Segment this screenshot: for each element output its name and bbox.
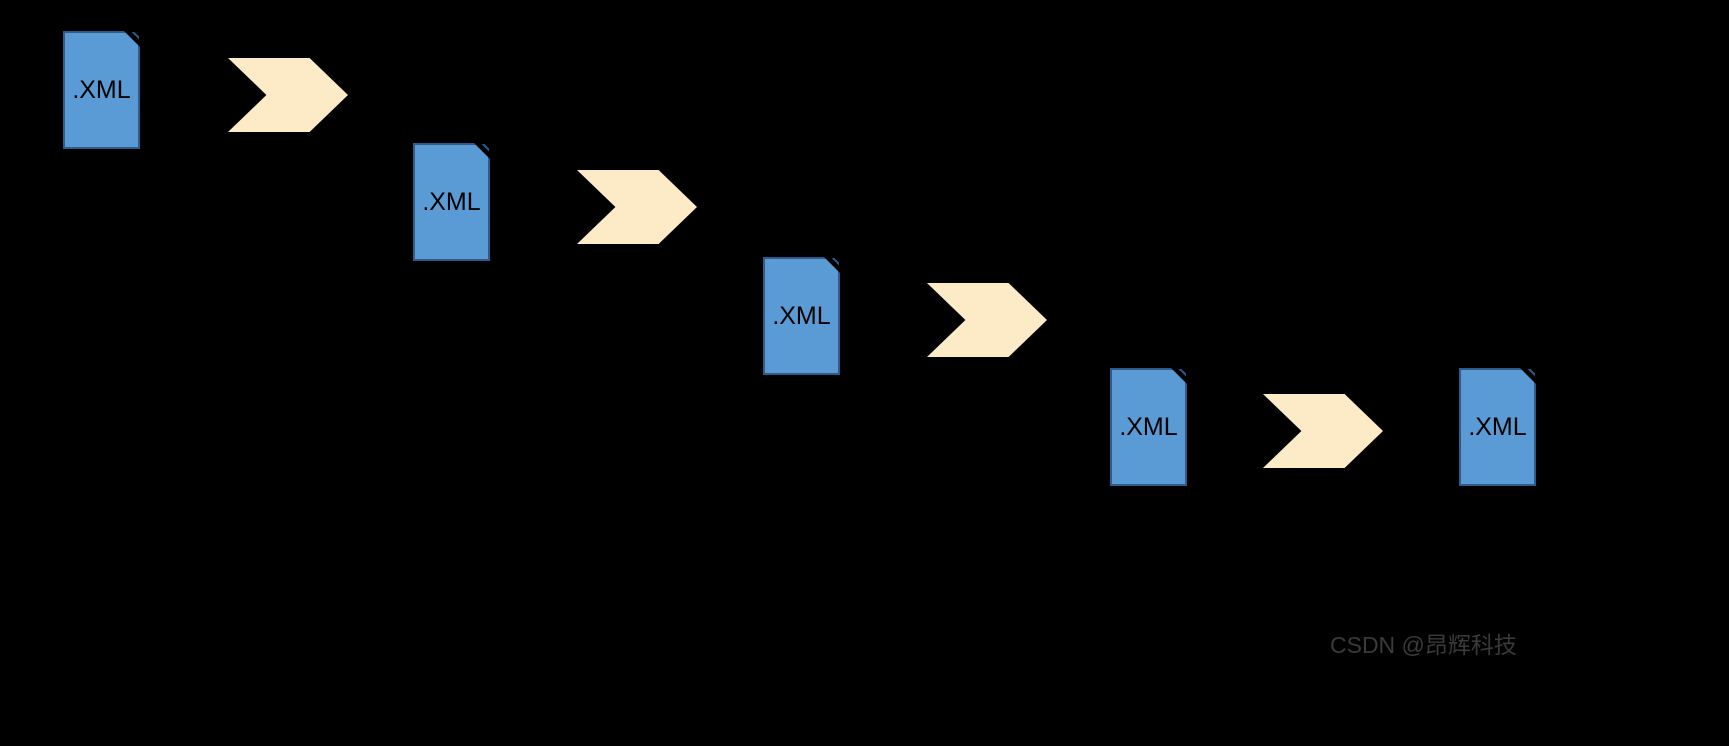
chevron-arrow-icon-4	[1263, 394, 1383, 468]
xml-document-3[interactable]: .XML	[763, 257, 840, 375]
xml-document-2[interactable]: .XML	[413, 143, 490, 261]
page-fold-icon	[1520, 368, 1536, 384]
xml-document-5[interactable]: .XML	[1459, 368, 1536, 486]
page-fold-icon	[1171, 368, 1187, 384]
chevron-arrow-icon-1	[228, 58, 348, 132]
xml-document-1[interactable]: .XML	[63, 31, 140, 149]
chevron-arrow-icon-3	[927, 283, 1047, 357]
page-fold-icon	[474, 143, 490, 159]
xml-document-3-label: .XML	[772, 301, 831, 330]
xml-document-1-label: .XML	[72, 75, 131, 104]
page-fold-icon	[824, 257, 840, 273]
xml-document-2-label: .XML	[422, 187, 481, 216]
chevron-arrow-icon-2	[577, 170, 697, 244]
page-fold-icon	[124, 31, 140, 47]
csdn-watermark: CSDN @昂辉科技	[1330, 632, 1517, 658]
xml-document-4[interactable]: .XML	[1110, 368, 1187, 486]
xml-document-4-label: .XML	[1119, 412, 1178, 441]
xml-document-5-label: .XML	[1468, 412, 1527, 441]
